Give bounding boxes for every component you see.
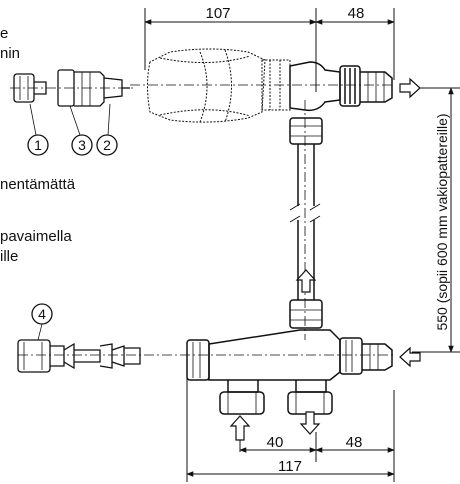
thermostat-head: [147, 48, 291, 123]
text-fragment-2: nin: [0, 45, 21, 62]
dim-48-top: 48: [348, 5, 365, 22]
text-fragment-3: nentämättä: [0, 176, 76, 193]
small-parts: [13, 69, 130, 156]
part-label-3: 3: [78, 137, 86, 153]
dim-107: 107: [205, 5, 230, 22]
text-fragment-4: pavaimella: [0, 228, 72, 245]
vertical-pipe: [289, 144, 323, 329]
dim-550-label: 550 (sopii 600 mm vakiopattereille): [434, 113, 450, 330]
part-label-2: 2: [103, 137, 111, 153]
text-fragment-1: e: [0, 25, 9, 42]
dim-48-bottom: 48: [346, 434, 363, 451]
upper-valve-body: [289, 61, 393, 145]
part-4: [17, 303, 141, 373]
dimension-lines: [144, 8, 460, 482]
part-label-1: 1: [34, 137, 42, 153]
dim-117: 117: [278, 458, 302, 475]
part-label-4: 4: [38, 306, 46, 322]
flow-arrows: [229, 77, 421, 441]
text-fragment-5: ille: [0, 248, 19, 265]
center-lines: [10, 84, 395, 356]
lower-valve-body: [186, 329, 393, 415]
dim-40: 40: [267, 434, 284, 451]
